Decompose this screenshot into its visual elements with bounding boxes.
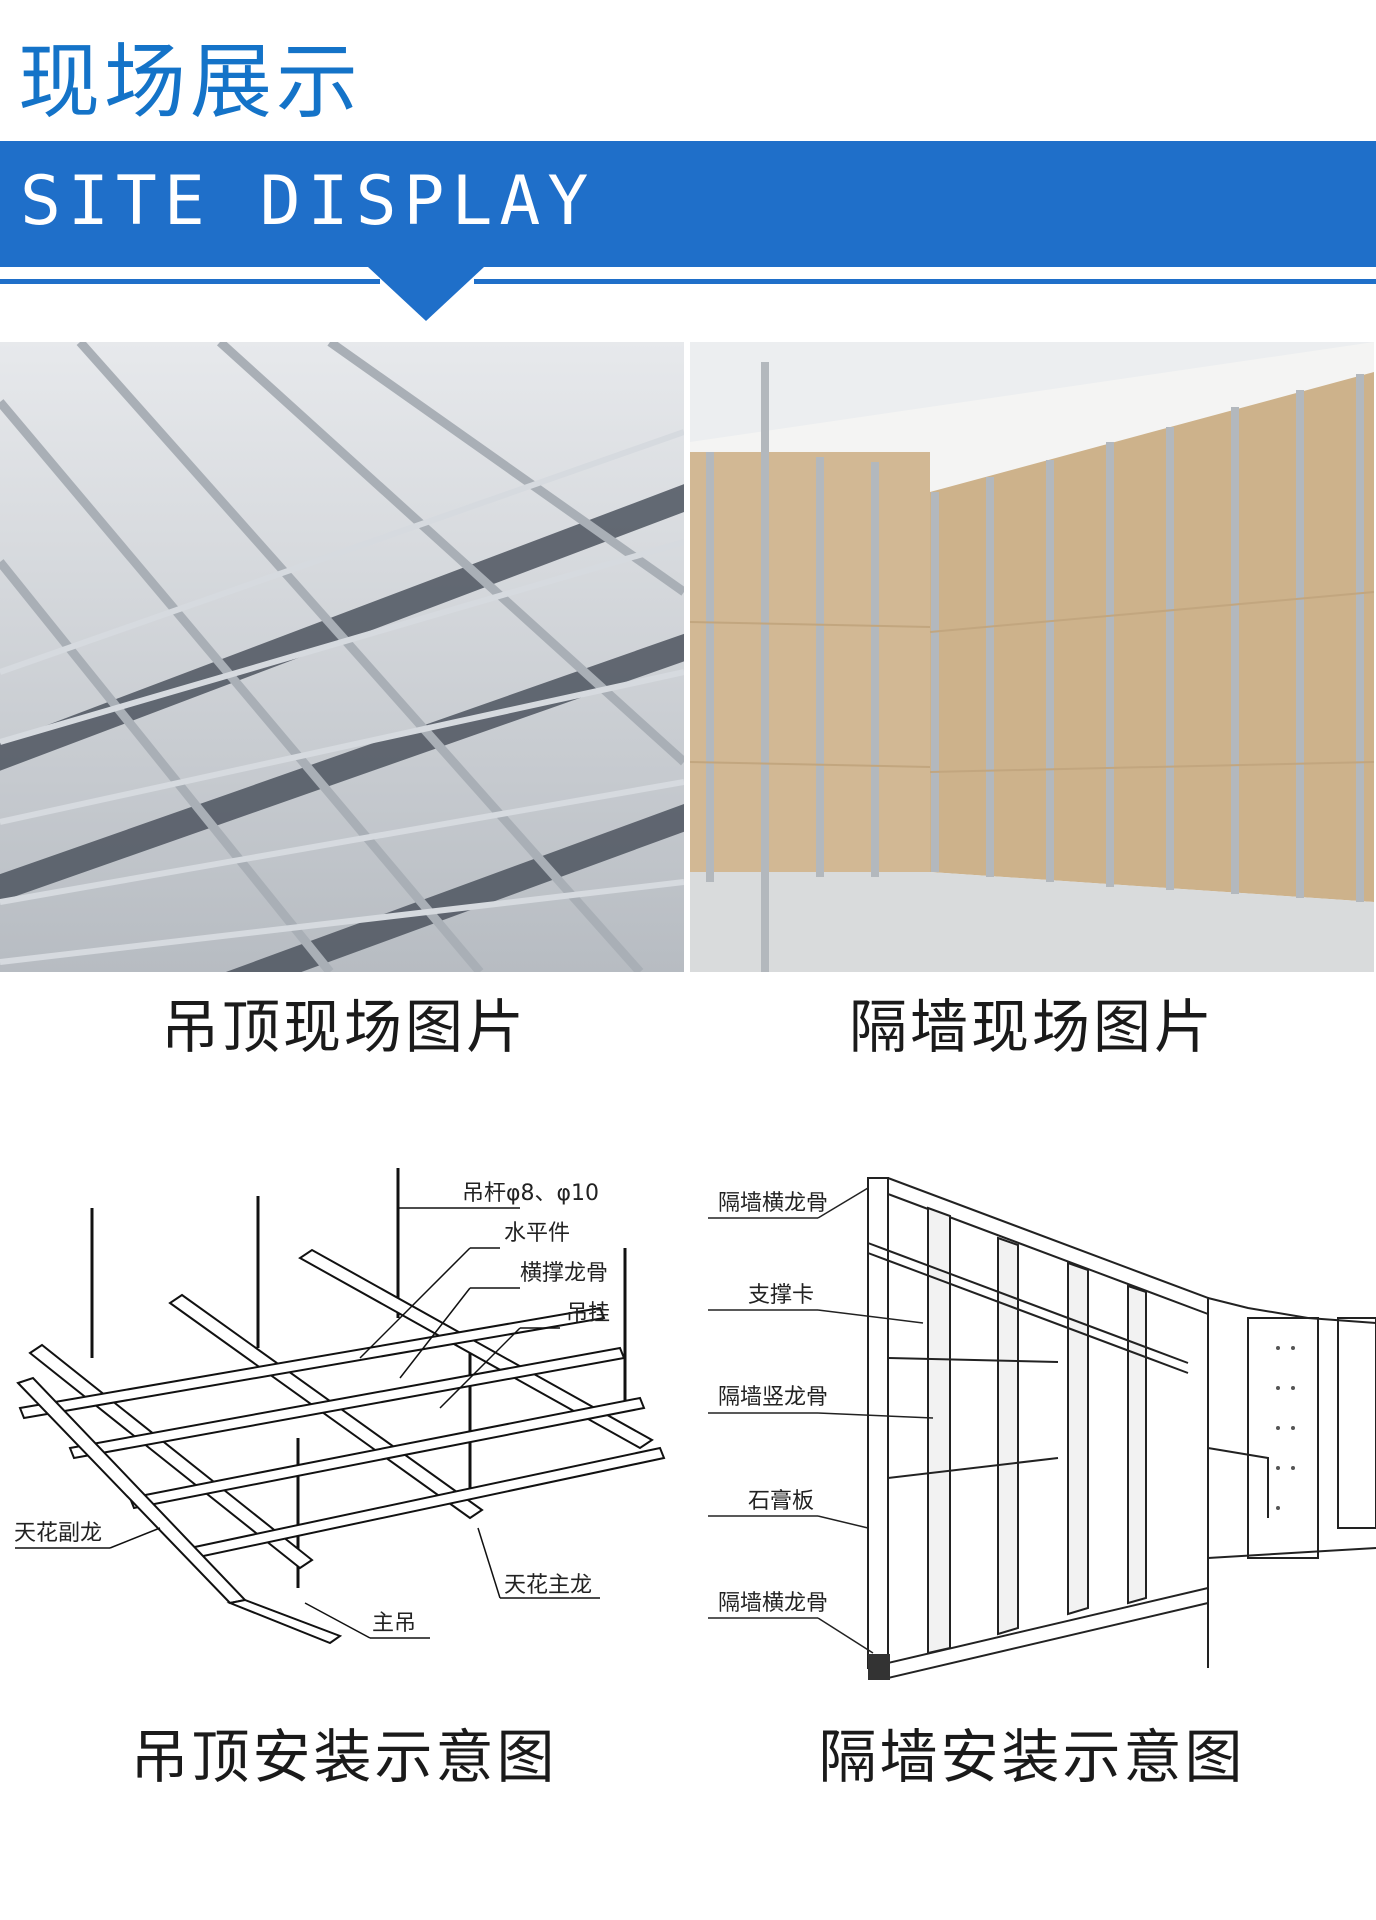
page-subtitle: SITE DISPLAY (20, 162, 596, 241)
ceiling-photo-caption: 吊顶现场图片 (160, 993, 527, 1061)
label-main-keel: 天花主龙 (504, 1573, 592, 1598)
label-cross: 横撑龙骨 (520, 1261, 608, 1286)
label-bottom-track: 隔墙横龙骨 (718, 1591, 828, 1616)
divider-left (0, 279, 380, 284)
ceiling-diagram-caption: 吊顶安装示意图 (130, 1723, 558, 1791)
partition-photo-caption: 隔墙现场图片 (848, 993, 1215, 1061)
page-title: 现场展示 (18, 35, 363, 130)
label-stud: 隔墙竖龙骨 (718, 1385, 828, 1410)
ceiling-installation-diagram: 吊杆φ8、φ10 水平件 横撑龙骨 吊挂 天花副龙 天花主龙 主吊 (0, 1148, 688, 1708)
partition-installation-diagram: 隔墙横龙骨 支撑卡 隔墙竖龙骨 石膏板 隔墙横龙骨 (688, 1148, 1376, 1708)
partition-site-photo (690, 342, 1374, 972)
ceiling-site-photo (0, 342, 684, 972)
label-hanger: 吊挂 (566, 1301, 610, 1326)
label-sub-keel: 天花副龙 (14, 1521, 102, 1546)
label-brace: 支撑卡 (748, 1283, 814, 1308)
divider-right (474, 279, 1376, 284)
label-main-hanger: 主吊 (372, 1611, 416, 1636)
partition-diagram-caption: 隔墙安装示意图 (818, 1723, 1246, 1791)
label-top-track: 隔墙横龙骨 (718, 1191, 828, 1216)
banner-notch (368, 267, 484, 321)
label-board: 石膏板 (748, 1489, 814, 1514)
label-rod: 吊杆φ8、φ10 (462, 1181, 599, 1206)
title-banner (0, 141, 1376, 267)
label-level: 水平件 (504, 1221, 570, 1246)
